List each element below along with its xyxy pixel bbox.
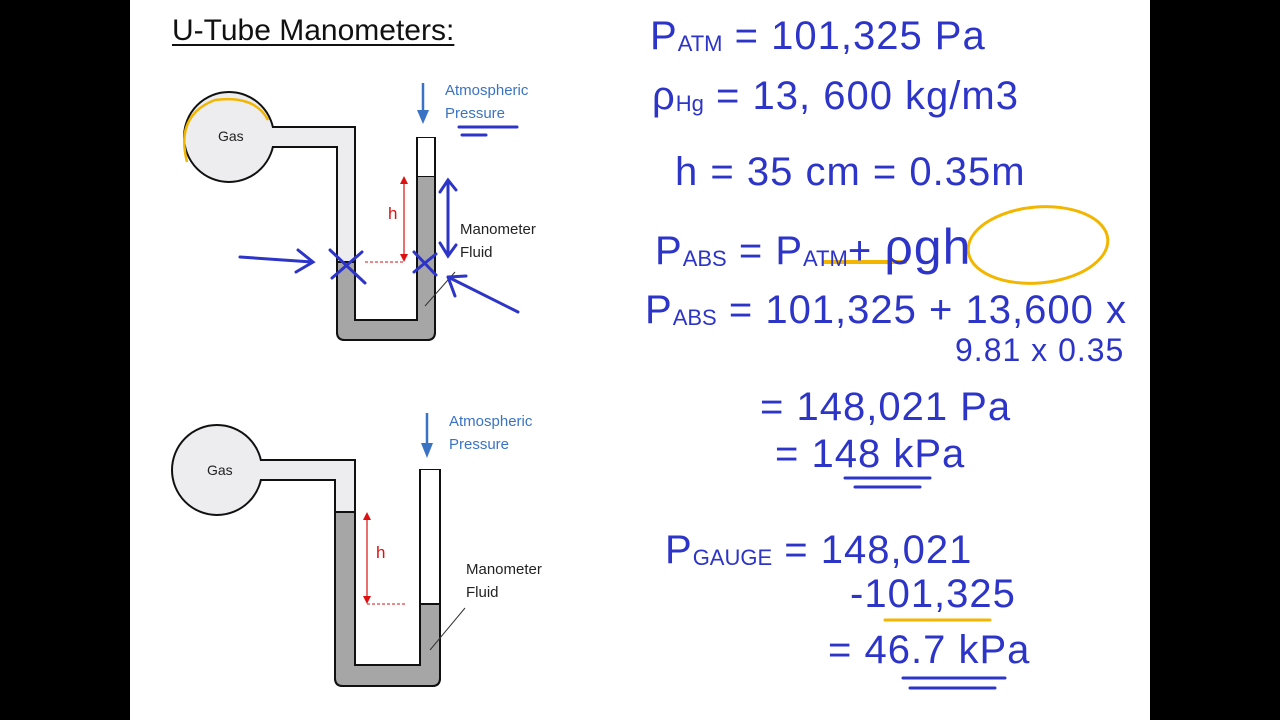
pabs-formula: PABS = PATM+ ρgh bbox=[655, 219, 972, 275]
manometer-diagram-top bbox=[183, 83, 520, 341]
atm-line1: Atmospheric bbox=[445, 82, 529, 99]
gas-label-top: Gas bbox=[218, 128, 244, 144]
pgauge-equation: PGAUGE = 148,021 bbox=[665, 528, 973, 572]
yellow-arc-annotation bbox=[183, 98, 270, 163]
pabs-substitution-cont: 9.81 x 0.35 bbox=[955, 332, 1125, 368]
fluid-line2: Fluid bbox=[466, 584, 499, 601]
slide-title: U-Tube Manometers: bbox=[172, 14, 455, 47]
result-kpa: = 148 kPa bbox=[775, 432, 966, 476]
fluid-line2: Fluid bbox=[460, 244, 493, 261]
h-equation: h = 35 cm = 0.35m bbox=[675, 150, 1026, 194]
atm-line2: Pressure bbox=[449, 436, 510, 453]
fluid-line1: Manometer bbox=[460, 221, 536, 238]
patm-equation: PATM = 101,325 Pa bbox=[650, 14, 986, 58]
atm-line1: Atmospheric bbox=[449, 413, 533, 430]
gauge-result: = 46.7 kPa bbox=[828, 628, 1031, 672]
h-label-bottom: h bbox=[376, 543, 386, 562]
fluid-line1: Manometer bbox=[466, 561, 542, 578]
manometer-fluid-label-bottom: Manometer Fluid bbox=[466, 558, 542, 604]
pabs-substitution: PABS = 101,325 + 13,600 x bbox=[645, 288, 1127, 332]
rho-equation: ρHg = 13, 600 kg/m3 bbox=[652, 74, 1019, 118]
atm-line2: Pressure bbox=[445, 105, 506, 122]
manometer-diagram-bottom bbox=[171, 413, 466, 687]
manometer-fluid-label-top: Manometer Fluid bbox=[460, 218, 536, 264]
gas-label-bottom: Gas bbox=[207, 462, 233, 478]
h-label-top: h bbox=[388, 204, 398, 223]
result-pa: = 148,021 Pa bbox=[760, 385, 1012, 429]
ink-annotations-top bbox=[238, 125, 520, 314]
slide bbox=[130, 0, 1150, 720]
ink-highlights bbox=[823, 205, 1110, 690]
atmospheric-label-top: Atmospheric Pressure bbox=[445, 79, 528, 125]
atmospheric-label-bottom: Atmospheric Pressure bbox=[449, 410, 532, 456]
empty-tube-top bbox=[418, 138, 434, 176]
minus-patm: -101,325 bbox=[850, 572, 1016, 616]
